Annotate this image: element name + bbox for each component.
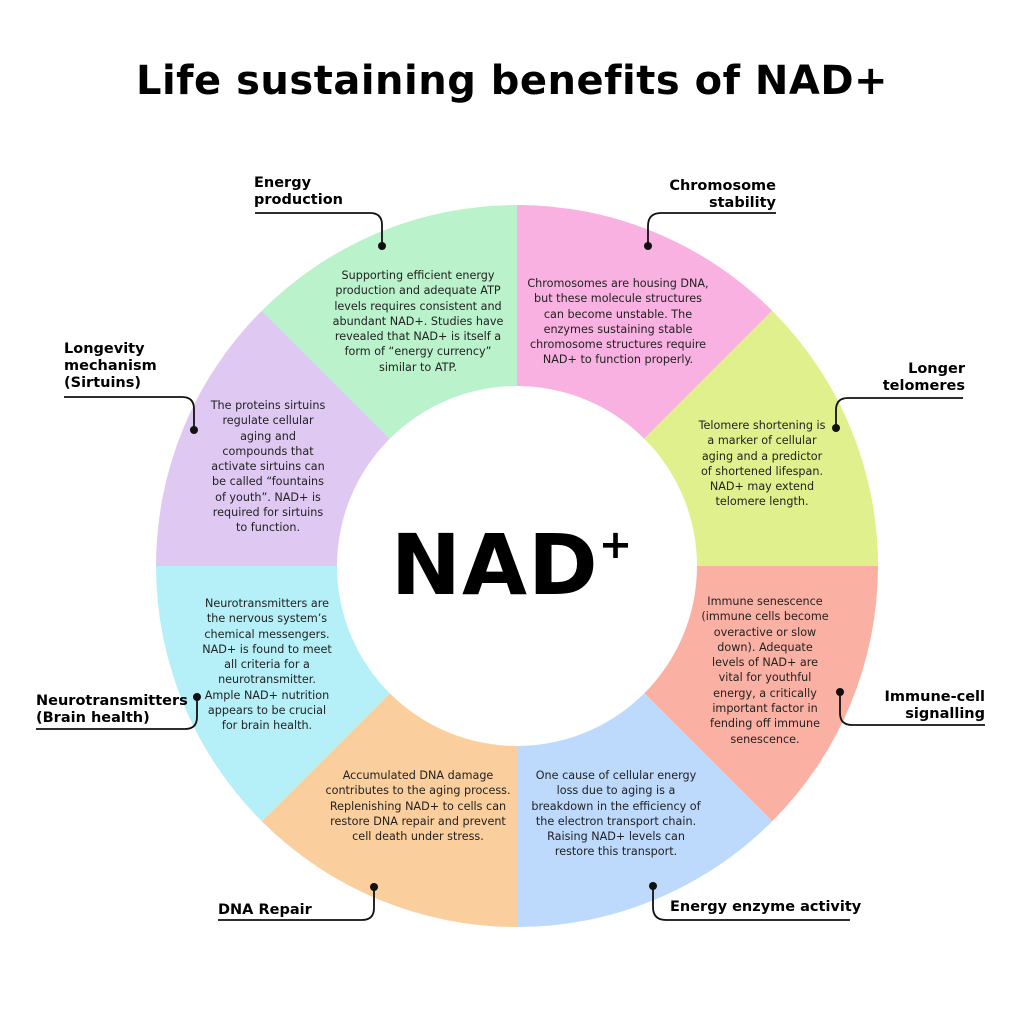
label-immune-cell-signalling: Immune-cell signalling <box>884 689 985 722</box>
connector-dot-immune-cell-signalling <box>836 688 844 696</box>
connector-dna-repair <box>218 887 375 921</box>
center-main: NAD <box>390 516 599 614</box>
segment-text-energy-enzyme-activity: One cause of cellular energy loss due to… <box>531 769 701 859</box>
connector-dot-neurotransmitters <box>193 693 201 701</box>
segment-text-energy-production: Supporting efficient energy production a… <box>332 269 504 374</box>
segment-text-longevity-mechanism: The proteins sirtuins regulate cellular … <box>210 399 326 535</box>
connector-dot-dna-repair <box>370 883 378 891</box>
label-neurotransmitters: Neurotransmitters (Brain health) <box>36 693 188 726</box>
center-hole <box>337 386 697 746</box>
label-longer-telomeres: Longer telomeres <box>882 361 965 394</box>
connector-dot-energy-enzyme-activity <box>649 882 657 890</box>
connector-energy-enzyme-activity <box>652 886 850 921</box>
segment-text-chromosome-stability: Chromosomes are housing DNA, but these m… <box>527 277 709 367</box>
connector-dot-energy-production <box>378 242 386 250</box>
page-title: Life sustaining benefits of NAD+ <box>135 58 889 104</box>
connector-chromosome-stability <box>647 212 776 246</box>
connector-dot-longer-telomeres <box>832 424 840 432</box>
segment-text-immune-cell-signalling: Immune senescence (immune cells become o… <box>701 595 829 746</box>
segment-text-longer-telomeres: Telomere shortening is a marker of cellu… <box>698 419 826 509</box>
label-chromosome-stability: Chromosome stability <box>669 178 776 211</box>
center-superscript: + <box>598 522 634 568</box>
label-dna-repair: DNA Repair <box>218 902 312 918</box>
connector-dot-chromosome-stability <box>644 242 652 250</box>
label-energy-enzyme-activity: Energy enzyme activity <box>670 899 862 915</box>
connector-energy-production <box>255 212 383 246</box>
connector-longevity-mechanism <box>64 396 195 430</box>
segment-text-neurotransmitters: Neurotransmitters are the nervous system… <box>202 597 332 733</box>
label-energy-production: Energy production <box>254 175 343 208</box>
connector-immune-cell-signalling <box>839 692 985 726</box>
segment-text-dna-repair: Accumulated DNA damage contributes to th… <box>325 769 511 844</box>
label-longevity-mechanism: Longevity mechanism (Sirtuins) <box>64 341 157 391</box>
connector-longer-telomeres <box>835 397 963 428</box>
connector-dot-longevity-mechanism <box>190 426 198 434</box>
center-nad-label: NAD+ <box>387 515 637 615</box>
connector-neurotransmitters <box>36 697 198 730</box>
